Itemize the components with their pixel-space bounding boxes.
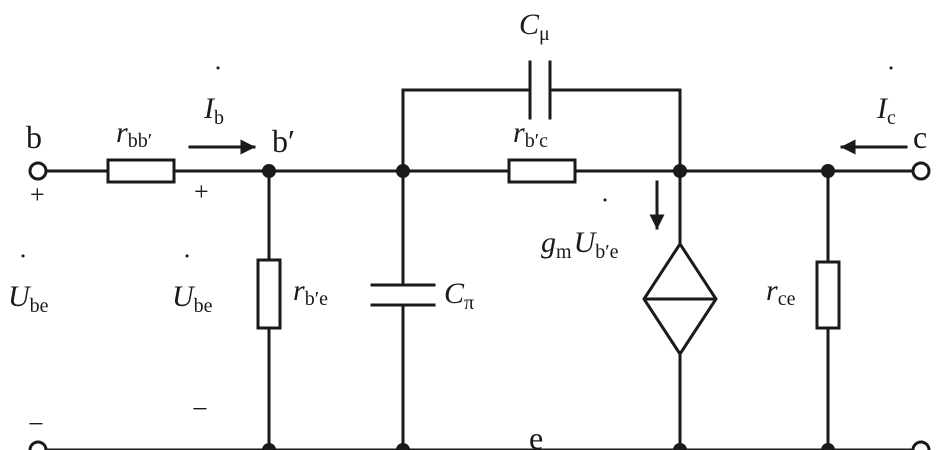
node-label-b: b — [26, 119, 42, 155]
svg-text:˙: ˙ — [886, 60, 896, 93]
node-b-prime-top — [262, 164, 276, 178]
dependent-current-source — [642, 241, 718, 357]
polarity-minus-input: − — [28, 409, 44, 440]
polarity-plus-input: + — [30, 180, 45, 209]
polarity-plus-inner: + — [194, 177, 209, 206]
capacitor-cpi — [370, 283, 436, 307]
resistor-rbc — [507, 158, 577, 184]
label-rbb: rbb′ — [116, 116, 152, 152]
terminal-b — [28, 161, 48, 181]
node-source-bottom — [673, 443, 687, 450]
label-rbe: rb′e — [293, 274, 328, 310]
svg-text:Ube: Ube — [172, 280, 213, 317]
svg-text:Ic: Ic — [876, 92, 896, 129]
node-label-c: c — [913, 119, 927, 155]
node-rce-bottom — [821, 443, 835, 450]
wires — [38, 88, 921, 450]
node-cpi-top — [396, 164, 410, 178]
label-cpi: Cπ — [444, 277, 474, 314]
capacitor-cmu — [528, 60, 552, 120]
wire-cmu-bridge-right — [550, 88, 682, 173]
label-rce: rce — [766, 274, 796, 310]
svg-text:Ib: Ib — [203, 92, 224, 129]
node-rce-top — [821, 164, 835, 178]
label-ib: ˙ Ib — [203, 60, 224, 129]
terminal-e-left — [28, 440, 48, 450]
svg-text:Ube: Ube — [8, 280, 49, 317]
polarity-minus-inner: − — [192, 394, 208, 425]
label-ic: ˙ Ic — [876, 60, 896, 129]
terminal-e-right — [911, 440, 931, 450]
svg-text:˙: ˙ — [182, 248, 192, 281]
label-rbc: rb′c — [513, 116, 548, 152]
svg-text:˙: ˙ — [213, 60, 223, 93]
node-label-b-prime: b′ — [272, 123, 295, 159]
label-cmu: Cμ — [519, 8, 550, 45]
label-input-voltage: ˙ Ube — [8, 248, 49, 317]
wire-cmu-bridge-left — [401, 88, 530, 173]
svg-text:gmUb′e: gmUb′e — [541, 226, 619, 263]
node-label-e: e — [529, 420, 543, 450]
terminal-c — [911, 161, 931, 181]
resistor-rbe — [256, 258, 282, 330]
node-rbe-bottom — [262, 443, 276, 450]
svg-text:˙: ˙ — [600, 192, 610, 225]
label-dependent-source: ˙ gmUb′e — [541, 192, 619, 263]
junction-nodes — [262, 164, 835, 450]
svg-text:˙: ˙ — [18, 248, 28, 281]
node-cpi-bottom — [396, 443, 410, 450]
resistor-rbb — [106, 158, 176, 184]
node-source-top — [673, 164, 687, 178]
label-inner-voltage: ˙ Ube — [172, 248, 213, 317]
resistor-rce — [815, 260, 841, 330]
